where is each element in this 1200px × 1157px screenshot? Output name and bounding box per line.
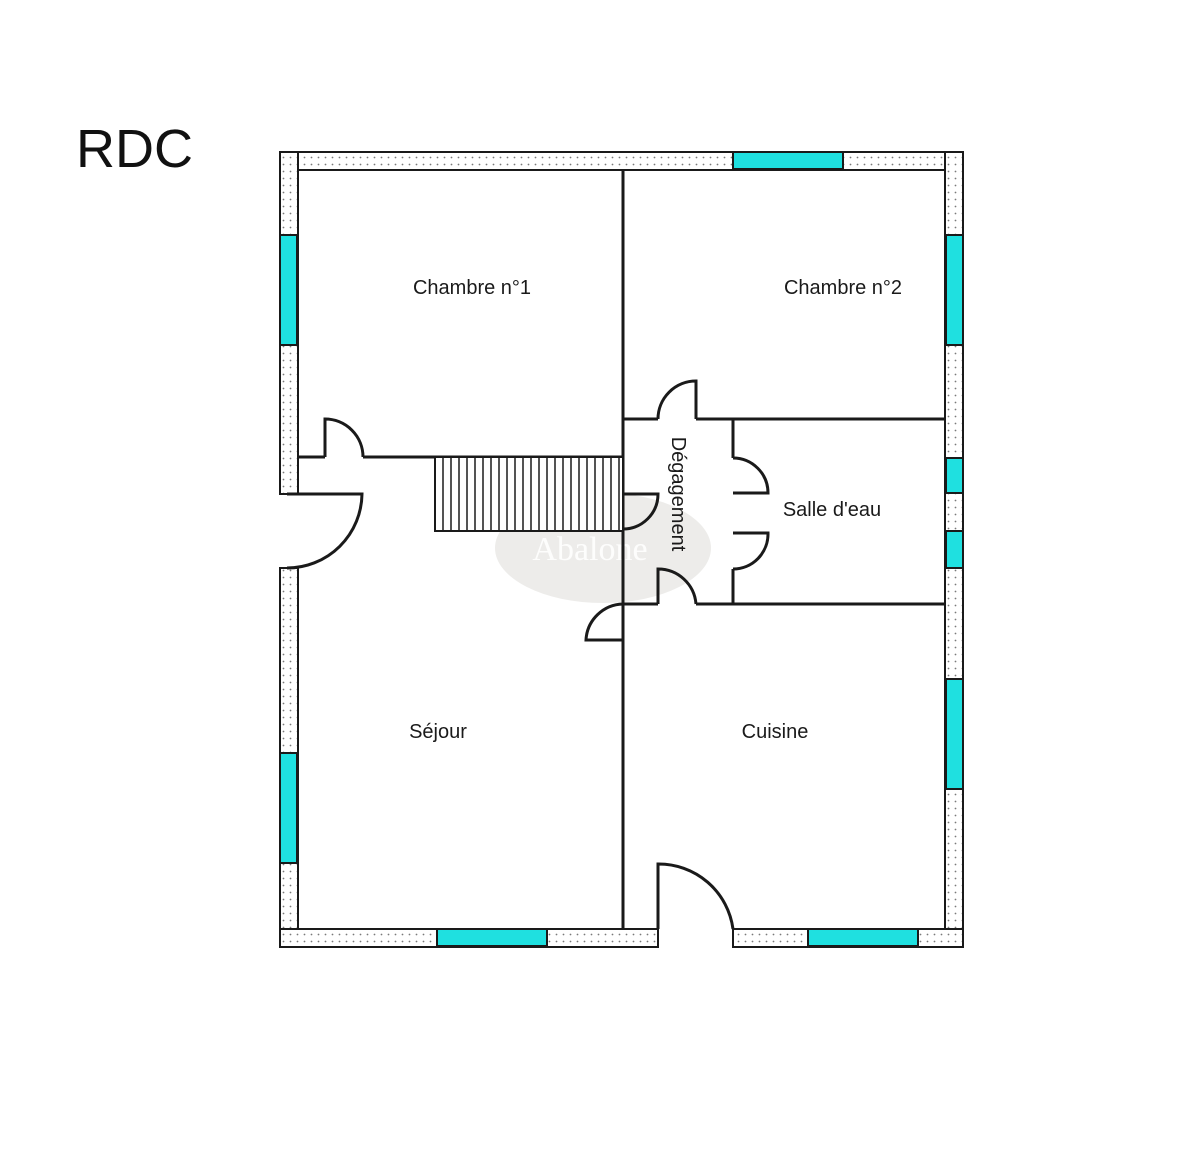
window-cuisine <box>945 678 964 790</box>
door-salle-eau <box>732 456 770 571</box>
window-salle-eau-lower <box>945 530 964 569</box>
staircase <box>434 456 624 532</box>
door-entrance-swing <box>286 492 364 570</box>
window-cuisine-bottom <box>807 928 919 947</box>
room-label-cuisine: Cuisine <box>742 721 809 743</box>
door-chambre2 <box>656 379 698 420</box>
door-cuisine-exterior <box>656 862 735 930</box>
room-label-sejour: Séjour <box>409 721 467 743</box>
door-degagement-stairs <box>622 492 660 531</box>
watermark-text: Abalone <box>532 531 647 568</box>
door-salle-eau-swing-a <box>732 456 770 495</box>
room-label-chambre1: Chambre n°1 <box>413 277 531 299</box>
door-salle-eau-swing-b <box>732 531 770 571</box>
window-sejour <box>279 752 298 864</box>
exterior-wall-top <box>279 151 964 171</box>
windows <box>279 151 964 947</box>
window-chambre2 <box>945 234 964 346</box>
door-degagement-stairs-swing <box>622 492 660 531</box>
door-sejour-swing <box>584 602 625 642</box>
door-chambre2-swing <box>656 379 698 420</box>
window-top <box>732 151 844 170</box>
floor-title: RDC <box>76 119 193 179</box>
doors <box>286 379 770 930</box>
door-chambre1 <box>323 417 365 458</box>
door-cuisine-exterior-swing <box>656 862 735 930</box>
door-chambre1-swing <box>323 417 365 458</box>
window-chambre1 <box>279 234 298 346</box>
door-sejour <box>584 602 625 642</box>
room-labels: Chambre n°1 Chambre n°2 Dégagement Salle… <box>409 277 902 743</box>
door-cuisine-degagement <box>656 567 698 605</box>
window-sejour-bottom <box>436 928 548 947</box>
window-salle-eau-upper <box>945 457 964 494</box>
room-label-salle-eau: Salle d'eau <box>783 499 881 521</box>
room-label-degagement: Dégagement <box>667 437 689 552</box>
door-entrance <box>286 492 364 570</box>
door-cuisine-degagement-swing <box>656 567 698 605</box>
room-label-chambre2: Chambre n°2 <box>784 277 902 299</box>
